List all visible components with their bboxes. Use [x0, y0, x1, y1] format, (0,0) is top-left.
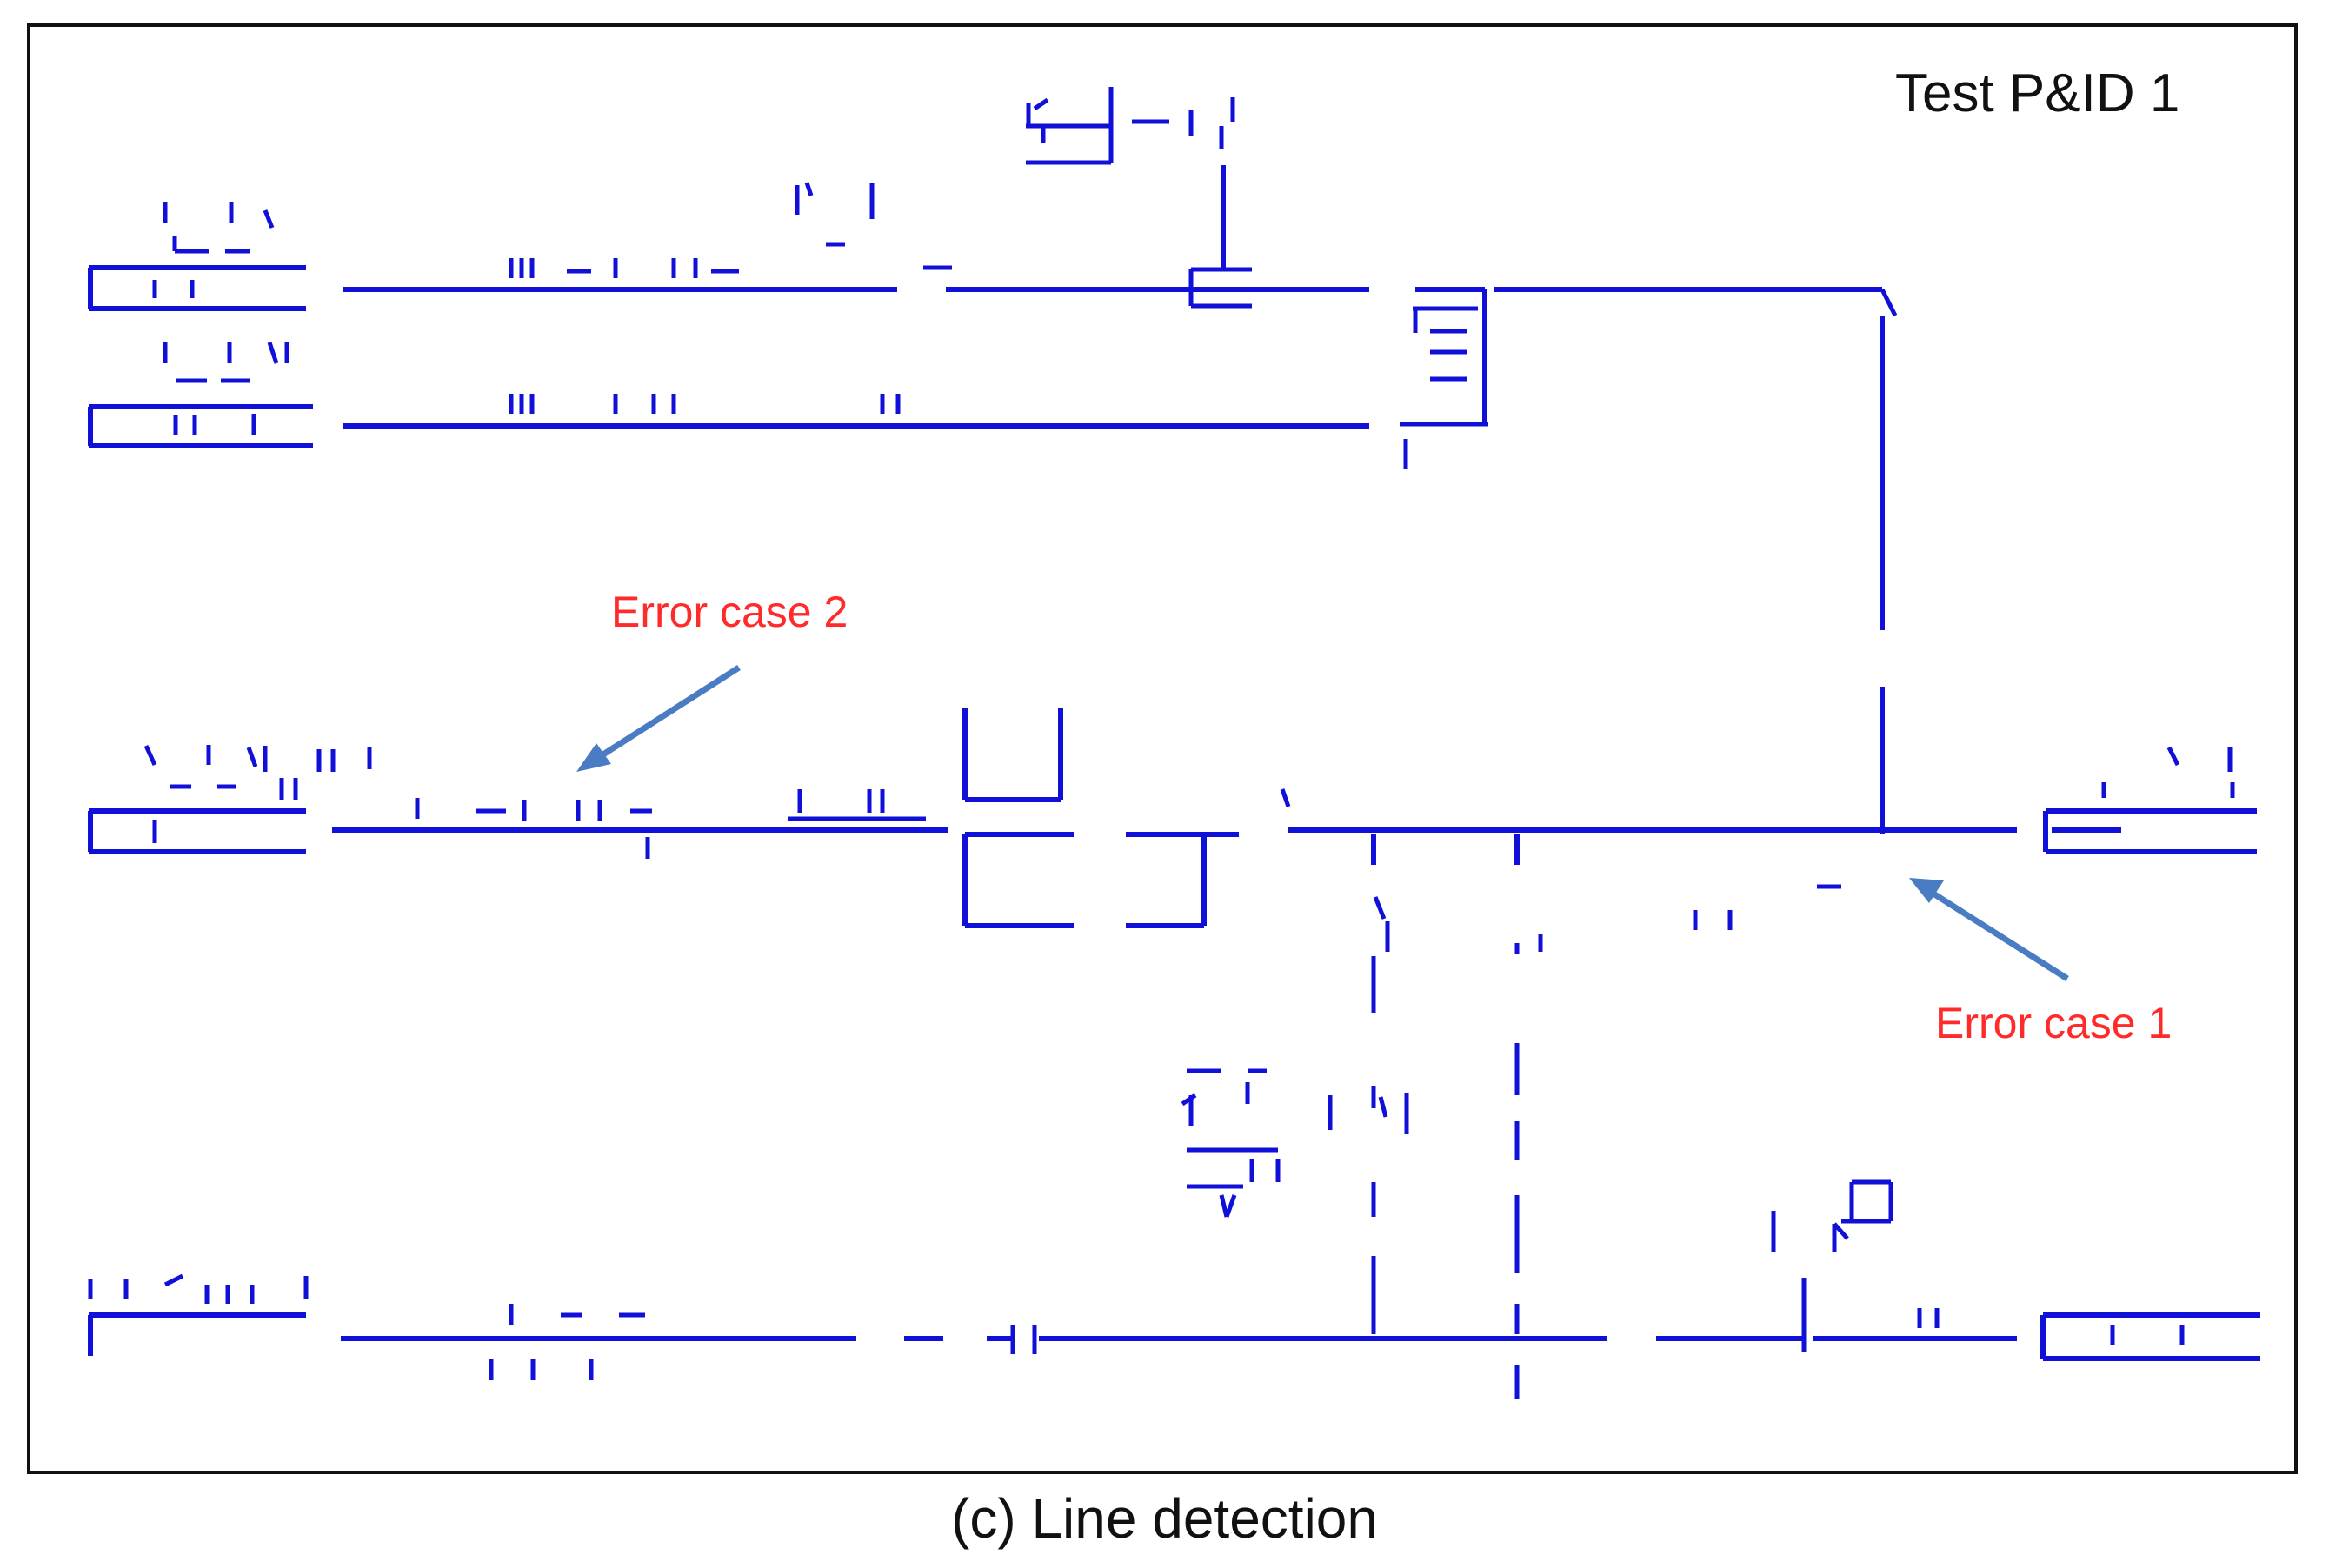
- detected-line-segment: [1373, 896, 1387, 920]
- detected-line-segment: [163, 1273, 184, 1287]
- detected-line-segment: [246, 747, 258, 767]
- detected-line-segments: [88, 87, 2260, 1399]
- figure-caption: (c) Line detection: [951, 1487, 1378, 1550]
- detected-line-segment: [804, 182, 814, 196]
- detected-line-segment: [1280, 788, 1291, 807]
- error-case-2-arrow: [582, 665, 741, 769]
- error-case-1-arrowhead: [1909, 878, 1944, 903]
- detected-line-segment: [1880, 288, 1898, 317]
- detected-line-segment: [1181, 1093, 1197, 1106]
- figure-frame: [27, 23, 2298, 1474]
- detected-line-segment: [2166, 746, 2180, 767]
- error-case-2-label: Error case 2: [611, 588, 848, 636]
- detected-line-segment: [267, 342, 279, 364]
- detected-line-segment: [263, 209, 275, 229]
- diagram-title: Test P&ID 1: [1895, 63, 2180, 123]
- detected-line-segment: [1833, 1222, 1849, 1240]
- annotation-arrows: [576, 665, 2069, 981]
- detected-line-segment: [1224, 1194, 1237, 1218]
- error-case-2-arrowhead: [576, 743, 611, 772]
- detected-line-segment: [143, 744, 157, 767]
- detected-line-segment: [1378, 1096, 1388, 1118]
- error-case-1-arrow: [1915, 880, 2069, 981]
- error-case-1-label: Error case 1: [1935, 999, 2173, 1047]
- detected-line-segment: [1033, 97, 1049, 111]
